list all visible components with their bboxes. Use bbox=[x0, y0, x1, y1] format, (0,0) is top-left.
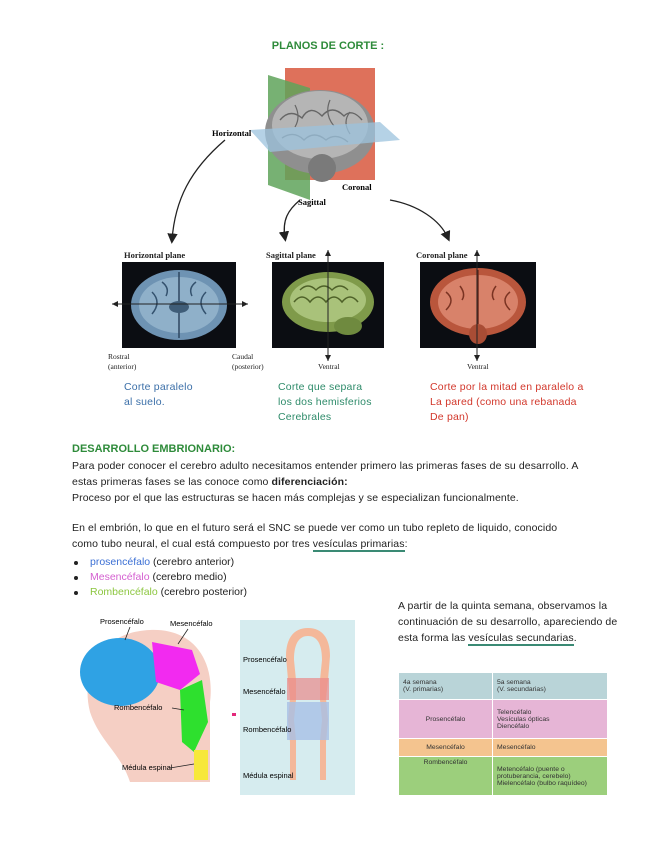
rostral-label: Rostral (anterior) bbox=[108, 352, 137, 371]
d2-rombencefalo-label: Rombencéfalo bbox=[243, 725, 291, 734]
horizontal-caption: Corte paralelo al suelo. bbox=[124, 381, 193, 408]
term-prosencefalo: prosencéfalo bbox=[90, 556, 151, 568]
d2-prosencefalo-label: Prosencéfalo bbox=[243, 655, 287, 664]
horizontal-figure-label: Horizontal bbox=[212, 128, 252, 138]
list-item: prosencéfalo (cerebro anterior) bbox=[72, 555, 247, 570]
p2-underline: vesículas primarias bbox=[312, 538, 405, 552]
term-mesencefalo: Mesencéfalo bbox=[90, 571, 150, 583]
sagittal-caption: Corte que separa los dos hemisferios Cer… bbox=[278, 381, 372, 423]
table-cell: Rombencéfalo bbox=[398, 756, 493, 796]
side-dot: . bbox=[573, 632, 577, 644]
bullet-rest: (cerebro anterior) bbox=[150, 556, 235, 568]
bullet-rest: (cerebro medio) bbox=[149, 571, 227, 583]
d1-medula-label: Médula espinal bbox=[122, 763, 173, 772]
d1-prosencefalo-label: Prosencéfalo bbox=[100, 617, 144, 626]
table-row: Mesencéfalo Mesencéfalo bbox=[398, 738, 608, 757]
paragraph-differentiation: Para poder conocer el cerebro adulto nec… bbox=[72, 458, 584, 506]
pink-marker bbox=[232, 713, 236, 716]
brain-planes-figure: Horizontal Sagittal Coronal bbox=[212, 68, 400, 207]
d2-medula-label: Médula espinal bbox=[243, 771, 294, 780]
list-item: Rombencéfalo (cerebro posterior) bbox=[72, 585, 247, 600]
section-title-embryo: DESARROLLO EMBRIONARIO: bbox=[72, 443, 236, 455]
p1-text-b: Proceso por el que las estructuras se ha… bbox=[72, 492, 519, 504]
arrows bbox=[167, 139, 451, 244]
sagittal-figure-label: Sagittal bbox=[298, 197, 327, 207]
p1-bold: diferenciación: bbox=[271, 476, 348, 488]
horizontal-panel-title: Horizontal plane bbox=[124, 250, 186, 260]
page-title: PLANOS DE CORTE : bbox=[271, 40, 385, 52]
table-cell: Metencéfalo (puente o protuberancia, cer… bbox=[492, 756, 608, 796]
p1-text: Para poder conocer el cerebro adulto nec… bbox=[72, 460, 578, 488]
p2-colon: : bbox=[404, 538, 408, 550]
coronal-caption: Corte por la mitad en paralelo a La pare… bbox=[430, 381, 584, 423]
table-head-cell: 4a semana (V. primarias) bbox=[398, 672, 493, 700]
coronal-ventral-label: Ventral bbox=[467, 362, 489, 371]
list-item: Mesencéfalo (cerebro medio) bbox=[72, 570, 247, 585]
neural-tube-diagram: Prosencéfalo Mesencéfalo Rombencéfalo Mé… bbox=[240, 620, 355, 795]
embryo-diagram: Prosencéfalo Mesencéfalo Rombencéfalo Mé… bbox=[80, 617, 213, 782]
p2-text: En el embrión, lo que en el futuro será … bbox=[72, 522, 558, 550]
sagittal-axis-arrow bbox=[325, 250, 331, 361]
d1-rombencefalo-label: Rombencéfalo bbox=[114, 703, 162, 712]
bullet-rest: (cerebro posterior) bbox=[157, 586, 247, 598]
vesicle-list: prosencéfalo (cerebro anterior) Mesencéf… bbox=[72, 555, 247, 600]
table-head-cell: 5a semana (V. secundarias) bbox=[492, 672, 608, 700]
d2-mesencefalo-label: Mesencéfalo bbox=[243, 687, 286, 696]
table-cell: Prosencéfalo bbox=[398, 699, 493, 739]
table-row: 4a semana (V. primarias) 5a semana (V. s… bbox=[398, 672, 608, 700]
coronal-figure-label: Coronal bbox=[342, 182, 372, 192]
coronal-axis-arrow bbox=[474, 250, 480, 361]
term-rombencefalo: Rombencéfalo bbox=[90, 586, 158, 598]
paragraph-neural-tube: En el embrión, lo que en el futuro será … bbox=[72, 520, 584, 552]
table-cell: Telencéfalo Vesículas ópticas Diencéfalo bbox=[492, 699, 608, 739]
horizontal-axis-arrow bbox=[112, 301, 248, 307]
paragraph-secondary-vesicles: A partir de la quinta semana, observamos… bbox=[398, 598, 628, 646]
side-underline: vesículas secundarias bbox=[468, 632, 574, 646]
side-text: A partir de la quinta semana, observamos… bbox=[398, 600, 618, 644]
sagittal-panel-title: Sagittal plane bbox=[266, 250, 316, 260]
table-row: Prosencéfalo Telencéfalo Vesículas óptic… bbox=[398, 699, 608, 739]
sagittal-ventral-label: Ventral bbox=[318, 362, 340, 371]
vesicles-table: 4a semana (V. primarias) 5a semana (V. s… bbox=[398, 672, 608, 796]
coronal-panel-title: Coronal plane bbox=[416, 250, 468, 260]
d1-mesencefalo-label: Mesencéfalo bbox=[170, 619, 213, 628]
caudal-label: Caudal (posterior) bbox=[232, 352, 264, 371]
coronal-slice-image bbox=[420, 262, 536, 348]
table-cell: Mesencéfalo bbox=[398, 738, 493, 757]
horizontal-slice-image bbox=[122, 262, 236, 348]
table-row: Rombencéfalo Metencéfalo (puente o protu… bbox=[398, 756, 608, 796]
table-cell: Mesencéfalo bbox=[492, 738, 608, 757]
